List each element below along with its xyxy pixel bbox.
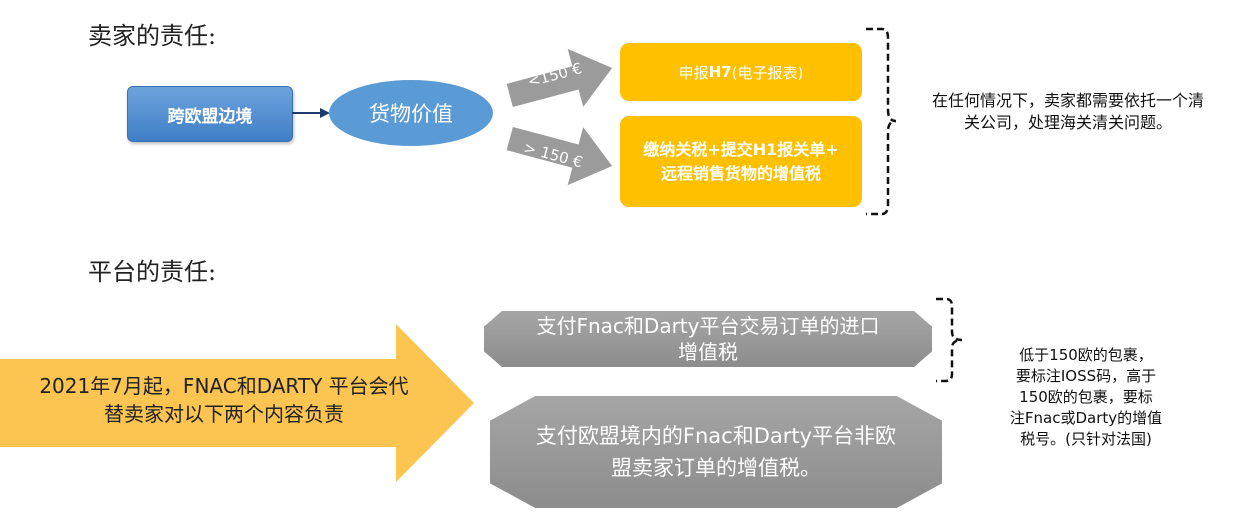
declare-code: H7 (708, 63, 732, 81)
platform-big-arrow (0, 324, 474, 482)
import-vat-box: 支付Fnac和Darty平台交易订单的进口 增值税 (484, 311, 932, 367)
import-vat-line-1: 支付Fnac和Darty平台交易订单的进口 (536, 314, 880, 338)
declare-suffix: (电子报表) (731, 63, 804, 82)
platform-note-line-3: 150欧的包裹，要标 (1019, 388, 1153, 406)
platform-bracket (936, 297, 963, 383)
over-threshold-arrow (506, 126, 613, 186)
seller-section-title: 卖家的责任: (88, 22, 217, 50)
connector-arrow (292, 108, 330, 118)
duties-line-2: 远程销售货物的增值税 (660, 163, 821, 183)
seller-note-line-2: 关公司，处理海关清关问题。 (963, 113, 1172, 132)
eu-vat-line-2: 盟卖家订单的增值税。 (610, 456, 821, 480)
platform-arrow-line-1: 2021年7月起，FNAC和DARTY 平台会代 (39, 374, 409, 398)
goods-value-ellipse: 货物价值 (329, 80, 493, 146)
cross-border-box: 跨欧盟边境 (127, 86, 293, 142)
import-vat-line-2: 增值税 (678, 340, 738, 364)
platform-arrow-text: 2021年7月起，FNAC和DARTY 平台会代 替卖家对以下两个内容负责 (14, 372, 434, 428)
goods-value-label: 货物价值 (369, 102, 453, 126)
platform-note-line-5: 税号。(只针对法国) (1020, 430, 1152, 448)
cross-border-label: 跨欧盟边境 (167, 106, 253, 127)
platform-note-line-4: 注Fnac或Darty的增值 (1009, 409, 1163, 427)
platform-note-line-1: 低于150欧的包裹， (1019, 346, 1153, 364)
platform-note-line-2: 要标注IOSS码，高于 (1015, 367, 1157, 385)
declare-prefix: 申报 (678, 63, 709, 82)
customs-duties-box: 缴纳关税+提交H1报关单+ 远程销售货物的增值税 (620, 116, 862, 207)
duties-line-1: 缴纳关税+提交H1报关单+ (643, 139, 839, 159)
under-threshold-arrow (506, 48, 613, 108)
seller-note: 在任何情况下，卖家都需要依托一个清 关公司，处理海关清关问题。 (908, 90, 1228, 134)
platform-section-title: 平台的责任: (88, 258, 217, 286)
eu-vat-box: 支付欧盟境内的Fnac和Darty平台非欧 盟卖家订单的增值税。 (490, 396, 942, 508)
platform-note: 低于150欧的包裹， 要标注IOSS码，高于 150欧的包裹，要标 注Fnac或… (988, 345, 1184, 450)
seller-bracket (866, 27, 897, 216)
platform-arrow-line-2: 替卖家对以下两个内容负责 (104, 402, 344, 426)
seller-note-line-1: 在任何情况下，卖家都需要依托一个清 (931, 91, 1204, 110)
eu-vat-line-1: 支付欧盟境内的Fnac和Darty平台非欧 (535, 424, 897, 448)
